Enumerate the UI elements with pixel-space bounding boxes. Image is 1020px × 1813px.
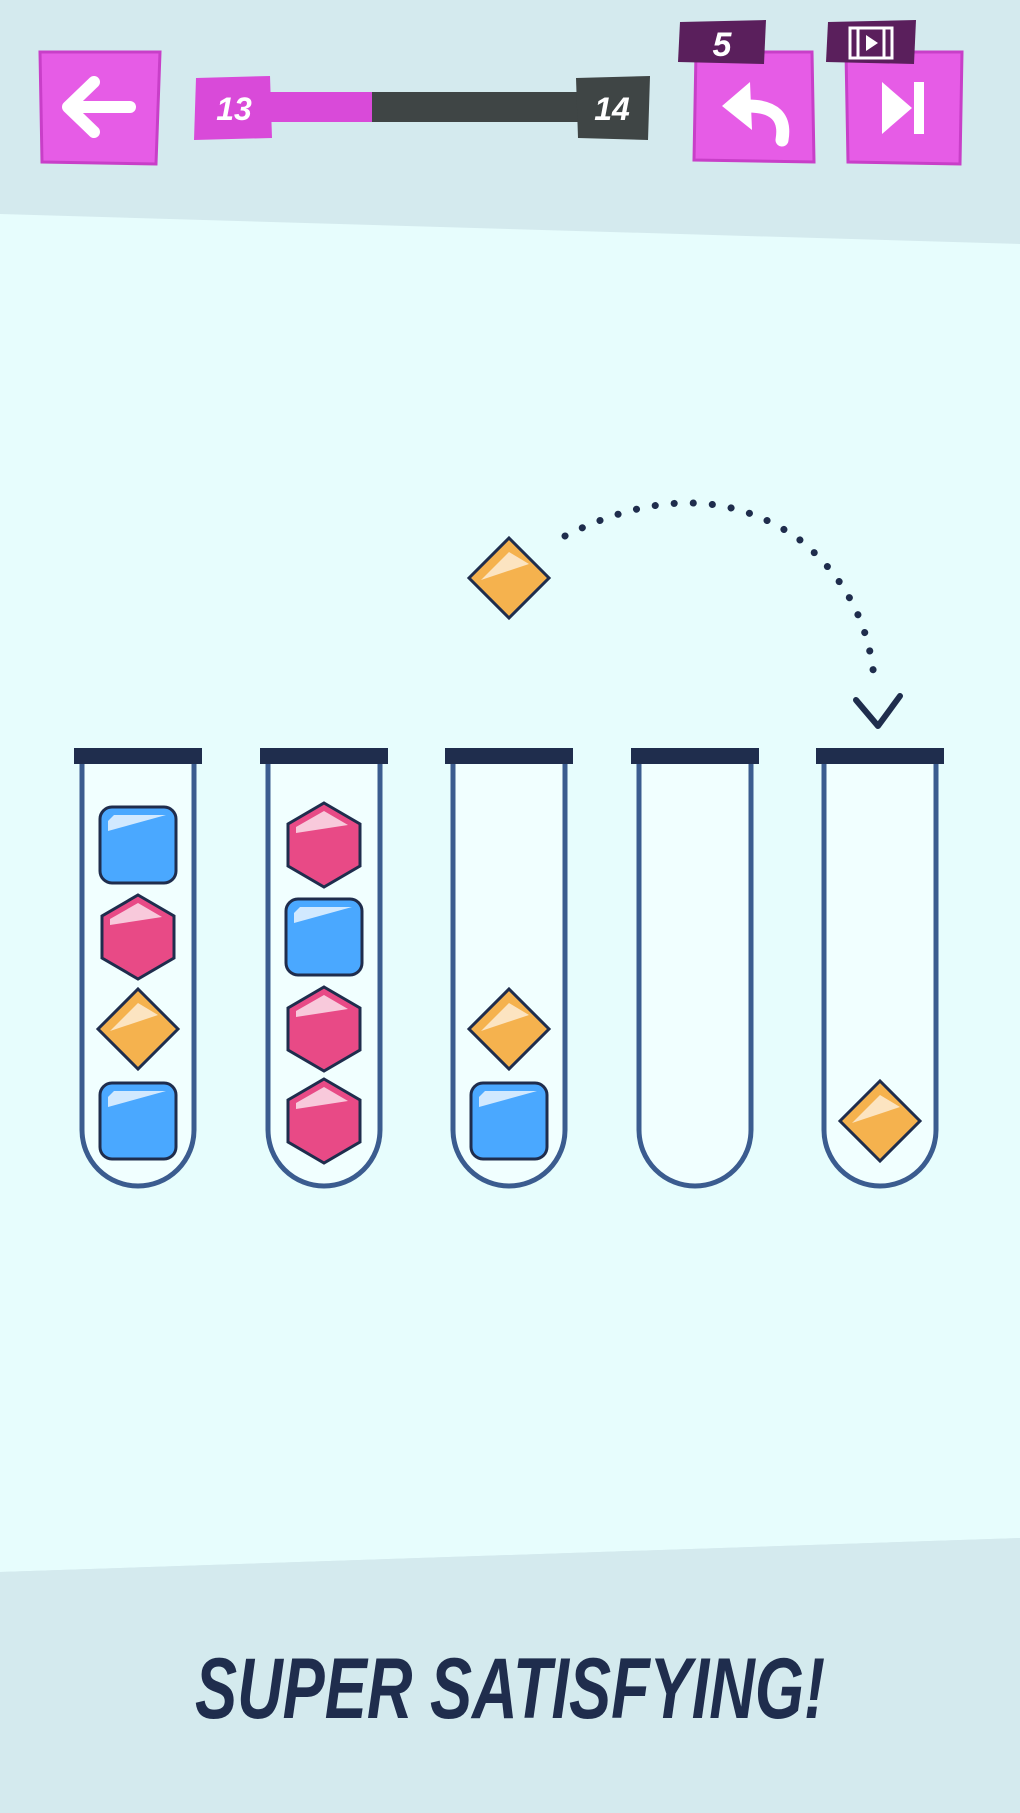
skip-level-button[interactable] xyxy=(844,50,964,166)
tube-5[interactable] xyxy=(816,748,944,1189)
film-video-icon xyxy=(848,26,894,60)
gem-blue-square xyxy=(469,1081,549,1161)
tubes-layer xyxy=(74,748,944,1189)
move-layer xyxy=(467,499,903,729)
gem-blue-square xyxy=(284,897,364,977)
tube-3[interactable] xyxy=(445,748,573,1189)
gem-blue-square xyxy=(98,1081,178,1161)
next-level-badge xyxy=(576,76,650,140)
undo-count: 5 xyxy=(713,26,733,64)
undo-button[interactable] xyxy=(692,50,816,164)
tube-glass xyxy=(636,762,754,1189)
current-level-number: 13 xyxy=(216,91,252,127)
level-progress: 13 14 xyxy=(194,76,650,140)
tube-rim xyxy=(445,748,573,764)
tube-rim xyxy=(74,748,202,764)
drop-target-arrow xyxy=(853,693,903,729)
arrow-left-icon xyxy=(62,76,136,138)
move-trajectory xyxy=(561,499,878,682)
tube-4[interactable] xyxy=(631,748,759,1189)
progress-fill xyxy=(255,92,372,122)
undo-arrow-icon xyxy=(722,82,790,147)
tube-glass xyxy=(450,762,568,1189)
back-button[interactable] xyxy=(38,50,162,166)
tube-rim xyxy=(260,748,388,764)
tube-rim xyxy=(816,748,944,764)
video-ad-badge xyxy=(826,20,916,64)
skip-forward-icon xyxy=(882,82,924,134)
undo-count-badge: 5 xyxy=(678,20,766,64)
current-level-badge xyxy=(194,76,272,140)
tube-2[interactable] xyxy=(260,748,388,1189)
next-level-number: 14 xyxy=(594,91,630,127)
tube-glass xyxy=(821,762,939,1189)
tube-1[interactable] xyxy=(74,748,202,1189)
footer-background xyxy=(0,1538,1020,1813)
tube-rim xyxy=(631,748,759,764)
tagline: SUPER SATISFYING! xyxy=(195,1641,825,1737)
gem-blue-square xyxy=(98,805,178,885)
